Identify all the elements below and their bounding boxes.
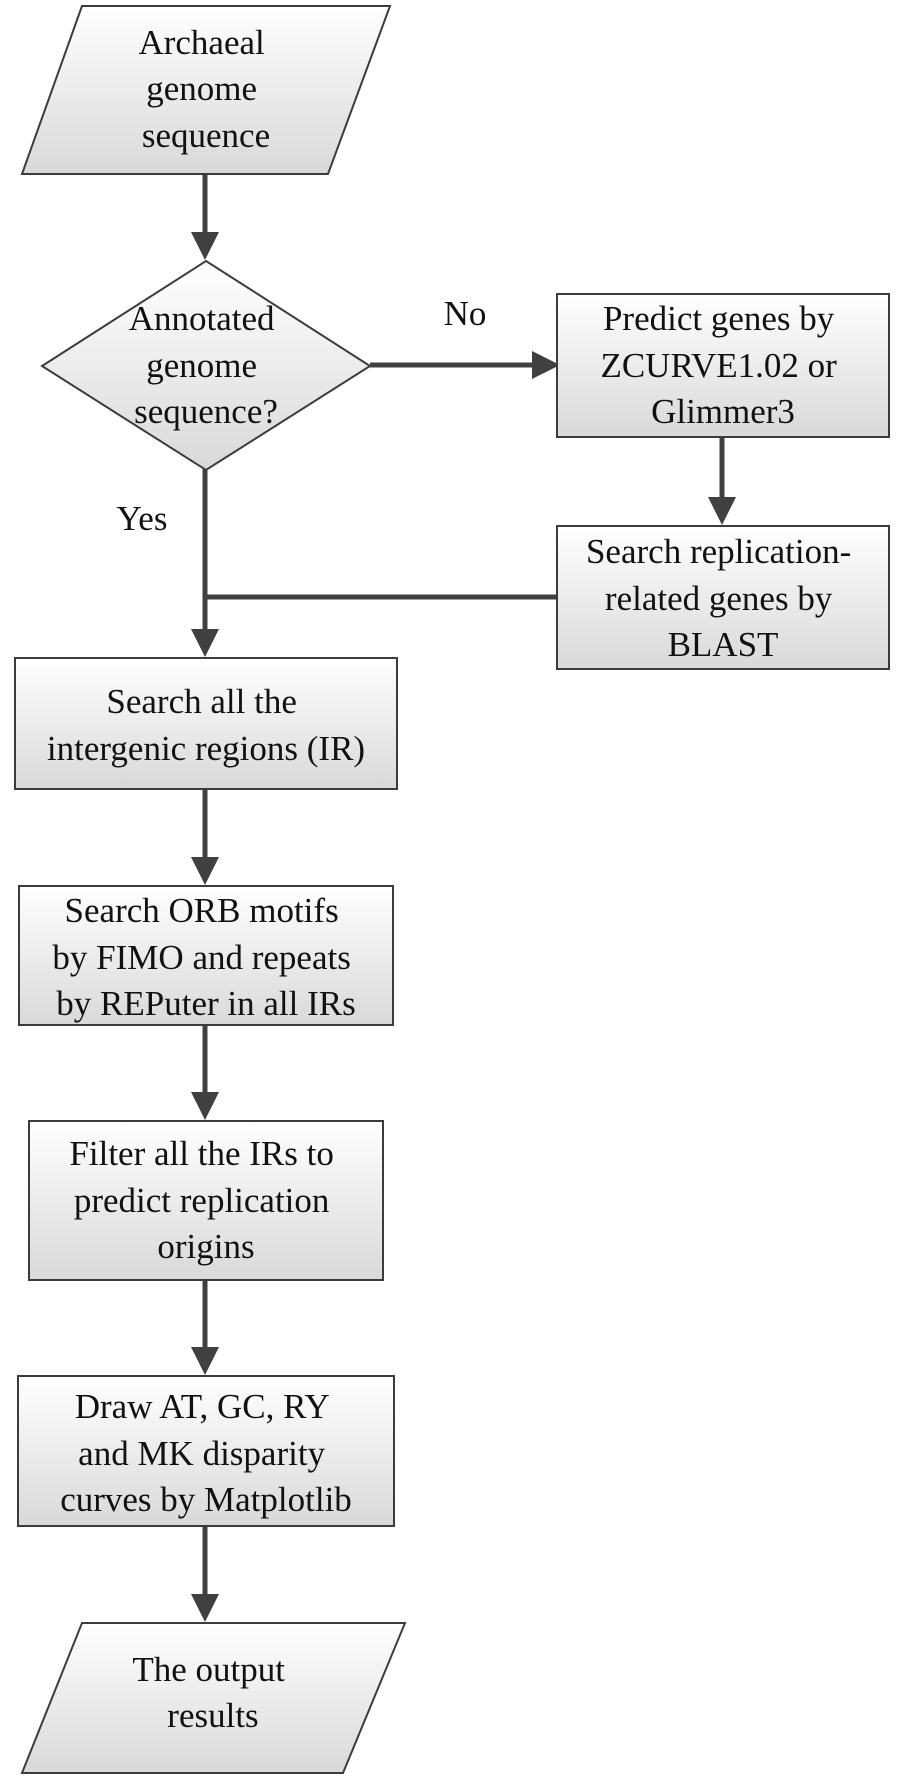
decision-line-1: Annotated (129, 299, 275, 338)
node-blast: Search replication- related genes by BLA… (556, 525, 890, 670)
draw-text: Draw AT, GC, RY and MK disparity curves … (60, 1387, 352, 1519)
filter-line-3: origins (157, 1227, 254, 1266)
blast-line-3: BLAST (668, 625, 779, 664)
decision-line-2: genome (146, 346, 257, 385)
connectors (191, 175, 736, 1622)
draw-line-2: and MK disparity (78, 1434, 325, 1473)
output-line-1: The output (132, 1650, 285, 1689)
arrowhead-draw (191, 1347, 219, 1375)
edge-label-no: No (444, 294, 487, 333)
edge-label-yes: Yes (117, 499, 168, 538)
arrowhead-filter (191, 1092, 219, 1120)
output-text: The output results (132, 1650, 293, 1735)
arrowhead-search-ir (191, 629, 219, 657)
filter-line-2: predict replication (74, 1181, 330, 1220)
blast-line-2: related genes by (605, 579, 833, 618)
filter-text: Filter all the IRs to predict replicatio… (69, 1134, 342, 1266)
input-line-2: genome (146, 69, 257, 108)
blast-text: Search replication- related genes by BLA… (586, 532, 860, 664)
filter-line-1: Filter all the IRs to (69, 1134, 333, 1173)
predict-text: Predict genes by ZCURVE1.02 or Glimmer3 (600, 299, 845, 431)
arrowhead-predict (532, 351, 560, 379)
decision-diamond (40, 259, 372, 472)
input-line-3: sequence (142, 116, 270, 155)
draw-line-1: Draw AT, GC, RY (75, 1387, 330, 1426)
node-predict: Predict genes by ZCURVE1.02 or Glimmer3 (556, 293, 890, 438)
input-text: Archaeal genome sequence (138, 23, 273, 155)
output-parallelogram (20, 1622, 407, 1774)
arrowhead-orb (191, 857, 219, 885)
node-decision: Annotated genome sequence? (40, 259, 372, 472)
orb-line-2: by FIMO and repeats (52, 938, 350, 977)
orb-box (18, 885, 394, 1026)
decision-line-3: sequence? (134, 392, 278, 431)
input-line-1: Archaeal (138, 23, 265, 62)
draw-box (17, 1375, 395, 1527)
node-draw: Draw AT, GC, RY and MK disparity curves … (17, 1375, 395, 1527)
predict-box (556, 293, 890, 438)
orb-text: Search ORB motifs by FIMO and repeats by… (52, 891, 359, 1023)
orb-line-1: Search ORB motifs (65, 891, 339, 930)
orb-line-3: by REPuter in all IRs (56, 984, 355, 1023)
filter-box (28, 1120, 384, 1281)
arrowhead-blast (708, 497, 736, 525)
output-line-2: results (167, 1696, 258, 1735)
predict-line-3: Glimmer3 (651, 392, 795, 431)
node-orb: Search ORB motifs by FIMO and repeats by… (18, 885, 394, 1026)
search-ir-line-2: intergenic regions (IR) (47, 729, 365, 768)
blast-box (556, 525, 890, 670)
input-parallelogram (20, 5, 392, 175)
node-output: The output results (20, 1622, 407, 1774)
predict-line-2: ZCURVE1.02 or (600, 346, 837, 385)
node-search-ir: Search all the intergenic regions (IR) (14, 657, 398, 790)
node-filter: Filter all the IRs to predict replicatio… (28, 1120, 384, 1281)
search-ir-line-1: Search all the (106, 682, 296, 721)
arrowhead-output (191, 1594, 219, 1622)
search-ir-text: Search all the intergenic regions (IR) (47, 682, 365, 768)
draw-line-3: curves by Matplotlib (60, 1480, 352, 1519)
search-ir-box (14, 657, 398, 790)
node-input: Archaeal genome sequence (20, 5, 392, 175)
decision-text: Annotated genome sequence? (129, 299, 284, 431)
arrowhead-decision (191, 232, 219, 260)
blast-line-1: Search replication- (586, 532, 851, 571)
predict-line-1: Predict genes by (603, 299, 835, 338)
